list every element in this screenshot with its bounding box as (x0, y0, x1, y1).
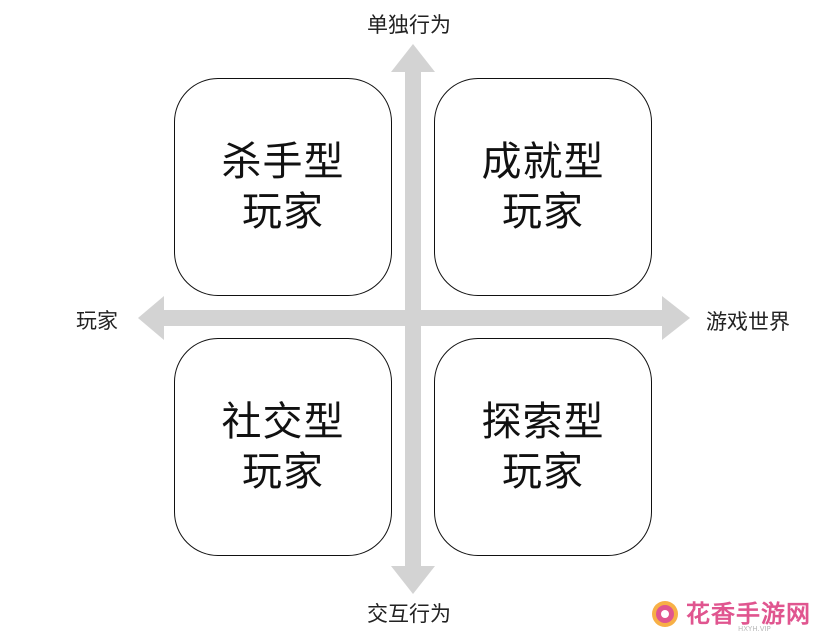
quadrant-explorer: 探索型 玩家 (434, 338, 652, 556)
quadrant-killer-title: 杀手型 (221, 139, 345, 185)
left-arrow-icon (138, 296, 164, 340)
quadrant-killer-subtitle: 玩家 (242, 189, 324, 235)
axis-label-bottom: 交互行为 (367, 602, 451, 626)
watermark-logo-icon (652, 601, 678, 627)
quadrant-socializer-subtitle: 玩家 (242, 449, 324, 495)
quadrant-achiever-title: 成就型 (481, 139, 605, 185)
watermark-subtext: HXYH.VIP (738, 625, 771, 633)
axis-label-left: 玩家 (76, 309, 118, 333)
axis-label-top: 单独行为 (367, 13, 451, 37)
right-arrow-icon (662, 296, 690, 340)
axis-label-right: 游戏世界 (706, 310, 790, 334)
watermark-text: 花香手游网 (686, 600, 811, 628)
quadrant-achiever-subtitle: 玩家 (502, 189, 584, 235)
quadrant-achiever: 成就型 玩家 (434, 78, 652, 296)
down-arrow-icon (391, 566, 435, 594)
quadrant-explorer-subtitle: 玩家 (502, 449, 584, 495)
quadrant-socializer: 社交型 玩家 (174, 338, 392, 556)
quadrant-killer: 杀手型 玩家 (174, 78, 392, 296)
quadrant-socializer-title: 社交型 (221, 399, 345, 445)
horizontal-axis-shaft (160, 310, 666, 326)
up-arrow-icon (391, 44, 435, 72)
quadrant-explorer-title: 探索型 (481, 399, 605, 445)
watermark: 花香手游网 (650, 592, 820, 636)
